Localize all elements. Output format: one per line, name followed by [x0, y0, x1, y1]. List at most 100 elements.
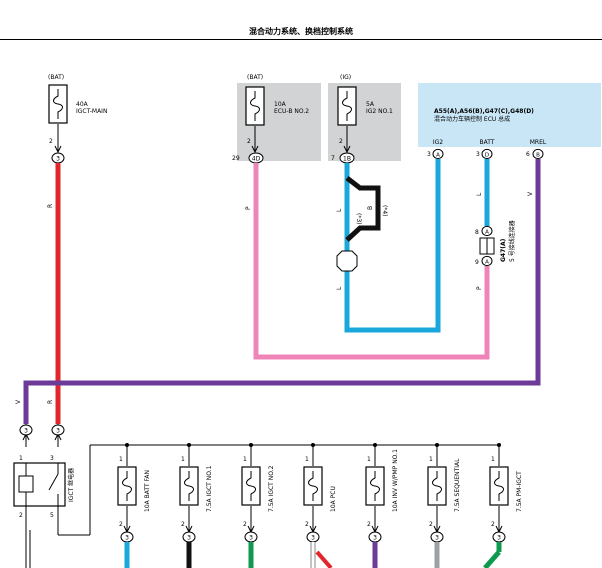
fuse-name: ECU-B NO.2 — [274, 108, 309, 115]
fuse-pin-top: 1 — [429, 456, 433, 463]
hybrid-ecu: A55(A),A56(B),G47(C),G48(D) 混合动力车辆控制 ECU… — [418, 83, 601, 160]
fuse-pin-top: 1 — [181, 456, 185, 463]
connector-pin: 7 — [331, 155, 335, 162]
fuse-connector-label: 3 — [187, 535, 191, 542]
fuse-pin-bottom: 2 — [243, 521, 247, 528]
fuse-bottom-1: 1 10A BATT FAN 23 — [117, 443, 151, 568]
junction-pin-top: 8 — [475, 229, 479, 236]
ecu-name: 混合动力车辆控制 ECU 总成 — [434, 115, 510, 123]
ecu-pin-label-mrel: MREL — [530, 139, 547, 146]
fuse-amp: 5A — [366, 101, 375, 108]
fuse-symbol — [303, 466, 323, 506]
fuse-label: 7.5A PM-IGCT — [516, 471, 523, 512]
junction-conn-top: A — [485, 229, 489, 235]
fuse-pin-top: 1 — [305, 456, 309, 463]
fuse-label: 7.5A IGCT NO.2 — [268, 465, 275, 512]
connector-pin: 29 — [232, 155, 240, 162]
ecu-conn-mrel: B — [536, 152, 540, 158]
page-title: 混合动力系统、换档控制系统 — [249, 27, 353, 36]
fuse-igct-main: (BAT) 40A IGCT-MAIN 2 3 — [48, 74, 107, 164]
junction-id: G47(A) — [500, 238, 507, 262]
relay-pin-br: 5 — [50, 512, 54, 519]
wire-pink — [253, 163, 490, 360]
wire-color-violet: V — [527, 191, 534, 196]
fuse-bottom-3: 17.5A IGCT NO.223 — [241, 443, 275, 568]
fuse-supply-label: (BAT) — [48, 74, 64, 81]
splice-octagon — [336, 250, 358, 272]
fuse-name: IG2 NO.1 — [366, 108, 393, 115]
wire-color-blue-3: L — [476, 192, 483, 196]
junction-connector-g47: 8 A 9 A G47(A) 5 号接线连接器 — [475, 220, 516, 267]
ecu-ids: A55(A),A56(B),G47(C),G48(D) — [434, 108, 534, 115]
fuse-label: 7.5A SEQUENTIAL — [454, 458, 461, 512]
fuse-bottom-2: 1 7.5A IGCT NO.1 23 — [179, 443, 213, 568]
fuse-connector-label: 3 — [249, 535, 253, 542]
fuse-label: 7.5A IGCT NO.1 — [206, 465, 213, 512]
wire-color-violet-2: V — [15, 399, 22, 404]
ecu-pin-num-ig2: 3 — [427, 151, 431, 158]
ecu-conn-ig2: A — [436, 152, 440, 158]
connector-label: 4D — [252, 156, 261, 163]
fuse-connector-label: 3 — [497, 535, 501, 542]
ecu-pin-label-batt: BATT — [480, 139, 495, 146]
wire-color-pink: P — [245, 206, 252, 210]
wire-color-blue-2: L — [336, 286, 343, 290]
wire-color-red: R — [47, 204, 54, 208]
wire-violet — [23, 159, 541, 424]
wire-note-4: (*4) — [381, 205, 388, 217]
header-rule — [0, 39, 602, 40]
fuse-pin-top: 1 — [119, 456, 123, 463]
fuse-pin-top: 1 — [491, 456, 495, 463]
fuse-name: IGCT-MAIN — [76, 108, 107, 115]
fuse-symbol — [241, 466, 261, 506]
fuse-label: 10A BATT FAN — [144, 470, 151, 512]
fuse-pin: 2 — [49, 138, 53, 145]
fuse-symbol — [117, 466, 137, 506]
fuse-symbol — [427, 466, 447, 506]
fuse-ecu-b-no2: (BAT) 10A ECU-B NO.2 2 29 4D — [232, 74, 321, 164]
fuse-connector-label: 3 — [373, 535, 377, 542]
wire-note-3: (*3) — [355, 213, 362, 225]
fuse-connector-label: 3 — [125, 535, 129, 542]
connector-label: 3 — [56, 156, 60, 163]
ecu-conn-batt: D — [485, 152, 489, 158]
fuse-amp: 40A — [76, 101, 89, 108]
wire-blue-ig2 — [344, 159, 441, 333]
relay-connectors: 3 3 — [19, 424, 65, 447]
fuse-symbol — [365, 466, 385, 506]
fuse-pin-bottom: 2 — [429, 521, 433, 528]
ecu-pin-num-batt: 3 — [476, 151, 480, 158]
junction-name: 5 号接线连接器 — [508, 220, 516, 262]
fuse-pin-bottom: 2 — [181, 521, 185, 528]
relay-pin-tl: 1 — [19, 455, 23, 462]
fuse-pin-bottom: 2 — [119, 521, 123, 528]
fuse-pin: 2 — [339, 138, 343, 145]
header: 混合动力系统、换档控制系统 — [0, 0, 602, 40]
fuse-supply-label: (IG) — [340, 74, 351, 81]
wire-color-black: B — [367, 206, 374, 210]
relay-conn-right: 3 — [56, 428, 60, 435]
fuse-pin-bottom: 2 — [367, 521, 371, 528]
wire-color-red-2: R — [47, 400, 54, 404]
fuse-connector-label: 3 — [311, 535, 315, 542]
ecu-pin-num-mrel: 6 — [526, 151, 530, 158]
igct-relay: 1 3 IGCT 继电器 2 5 — [13, 444, 500, 568]
relay-name: IGCT 继电器 — [67, 468, 75, 502]
wire-color-blue: L — [336, 208, 343, 212]
junction-pin-bottom: 9 — [475, 259, 479, 266]
ecu-pin-label-ig2: IG2 — [433, 139, 443, 146]
fuse-symbol — [179, 466, 199, 506]
wire-color-pink-2: P — [476, 286, 483, 290]
relay-pin-tr: 3 — [50, 455, 54, 462]
fuse-ig2-no1: (IG) 5A IG2 NO.1 2 7 1B — [328, 74, 401, 164]
fuse-symbol — [489, 466, 509, 506]
fuse-label: 10A INV W/PMP NO.1 — [392, 449, 399, 512]
junction-conn-bottom: A — [485, 259, 489, 265]
fuse-supply-label: (BAT) — [247, 74, 263, 81]
